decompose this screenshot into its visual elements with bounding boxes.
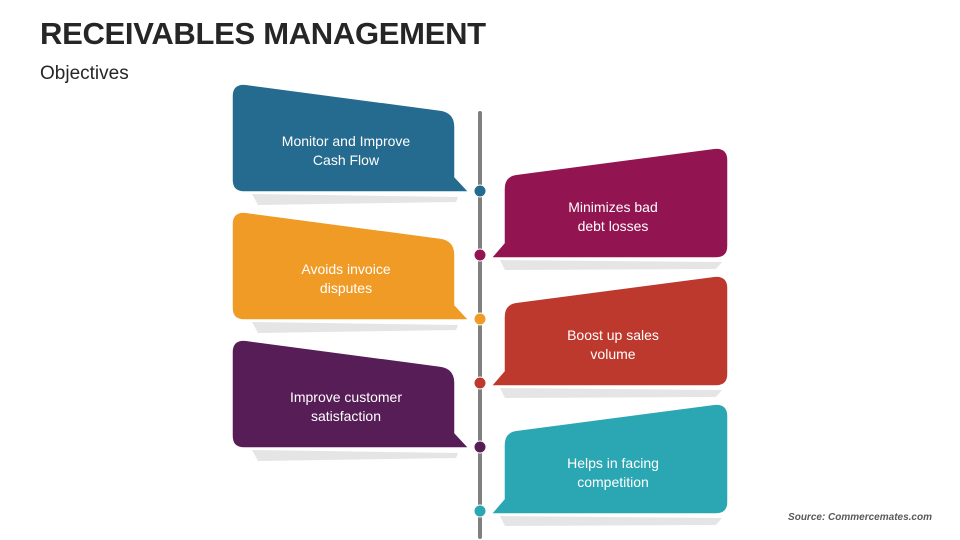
objective-card-monitor-and-improve-cash-flow-label: Monitor and Improve Cash Flow	[281, 133, 411, 168]
objective-card-avoids-invoice-disputes-shadow	[252, 322, 458, 333]
objective-card-monitor-and-improve-cash-flow-shadow	[252, 194, 458, 205]
objective-card-helps-in-facing-competition-shadow	[500, 516, 722, 526]
objective-card-avoids-invoice-disputes-label: Avoids invoice disputes	[301, 261, 391, 296]
objective-card-minimizes-bad-debt-losses	[489, 147, 729, 259]
objective-card-boost-up-sales-volume-label: Boost up sales volume	[567, 327, 659, 362]
objective-card-avoids-invoice-disputes	[231, 211, 471, 321]
timeline-dot	[473, 184, 487, 198]
timeline-dot	[473, 248, 487, 262]
timeline-dot	[473, 312, 487, 326]
page-title: RECEIVABLES MANAGEMENT	[40, 16, 486, 51]
objective-card-improve-customer-satisfaction-shadow	[252, 450, 458, 461]
objective-card-boost-up-sales-volume	[489, 275, 729, 387]
objective-cards	[231, 83, 729, 526]
timeline-dot	[473, 440, 487, 454]
objective-card-helps-in-facing-competition	[489, 403, 729, 515]
page-subtitle: Objectives	[40, 63, 129, 84]
objective-card-monitor-and-improve-cash-flow	[231, 83, 471, 193]
objective-card-minimizes-bad-debt-losses-shadow	[500, 260, 722, 270]
objective-card-improve-customer-satisfaction-label: Improve customer satisfaction	[289, 389, 403, 424]
timeline-dots	[473, 184, 487, 518]
objective-card-helps-in-facing-competition-label: Helps in facing competition	[567, 455, 659, 490]
objective-card-improve-customer-satisfaction	[231, 339, 471, 449]
timeline-dot	[473, 376, 487, 390]
objective-card-boost-up-sales-volume-shadow	[500, 388, 722, 398]
objective-card-minimizes-bad-debt-losses-label: Minimizes bad debt losses	[568, 199, 658, 234]
timeline-dot	[473, 504, 487, 518]
source-credit: Source: Commercemates.com	[788, 512, 932, 523]
